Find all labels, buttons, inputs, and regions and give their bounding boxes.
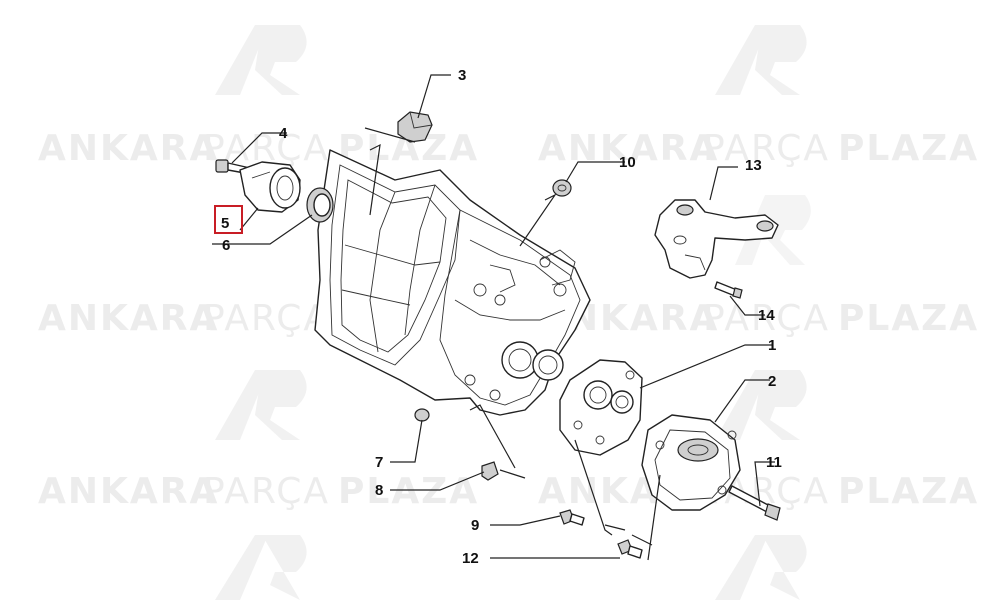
part-12-bolt <box>617 539 643 559</box>
part-6-seal <box>306 187 334 223</box>
part-8-bushing <box>481 461 499 481</box>
callout-5: 5 <box>221 215 229 232</box>
callout-13: 13 <box>745 157 762 174</box>
callout-11: 11 <box>766 454 782 471</box>
gearbox-housing <box>314 149 591 416</box>
ap-logo <box>215 535 307 600</box>
callout-9: 9 <box>471 517 479 534</box>
callout-1: 1 <box>768 337 776 354</box>
part-9-bolt <box>559 509 585 526</box>
callout-2: 2 <box>768 373 776 390</box>
callout-7: 7 <box>375 454 383 471</box>
callout-10: 10 <box>619 154 636 171</box>
part-13-bracket <box>654 199 779 279</box>
leader-lines <box>212 74 775 561</box>
callout-14: 14 <box>758 307 775 324</box>
watermark-text: PLAZA <box>838 128 979 169</box>
callout-labels: 3 4 5 6 10 13 14 1 2 11 7 8 9 12 <box>214 67 782 567</box>
callout-8: 8 <box>375 482 383 499</box>
watermark-text: PARÇA <box>703 298 830 339</box>
watermark-text: PARÇA <box>703 128 830 169</box>
callout-6: 6 <box>222 237 230 254</box>
watermark-text: PARÇA <box>203 471 330 512</box>
part-5-guide-sleeve <box>239 161 301 213</box>
ap-logo <box>215 370 307 440</box>
part-14-bolt <box>714 281 743 299</box>
watermark-text: PARÇA <box>203 298 330 339</box>
callout-4: 4 <box>279 125 288 142</box>
part-3-plug <box>397 111 433 143</box>
watermark-text: PLAZA <box>838 471 979 512</box>
ap-logo <box>715 370 807 440</box>
callout-12: 12 <box>462 550 479 567</box>
watermark-text: PLAZA <box>838 298 979 339</box>
watermark-text: ANKARA <box>38 298 219 339</box>
watermark-text: ANKARA <box>538 128 719 169</box>
watermark-text: ANKARA <box>38 471 219 512</box>
part-10-bushing <box>552 179 572 197</box>
ap-logo <box>715 535 807 600</box>
watermark-layer: ANKARA PARÇA PLAZA ANKARA PARÇA PLAZA AN… <box>38 25 979 600</box>
watermark-text: PLAZA <box>338 471 479 512</box>
callout-3: 3 <box>458 67 466 84</box>
highlight-box-5 <box>214 205 243 234</box>
watermark-text: ANKARA <box>38 128 219 169</box>
part-1-plate <box>559 359 643 456</box>
ap-logo <box>715 25 807 95</box>
part-7-plug <box>414 408 430 422</box>
ap-logo <box>215 25 307 95</box>
part-2-end-cover <box>641 414 741 511</box>
